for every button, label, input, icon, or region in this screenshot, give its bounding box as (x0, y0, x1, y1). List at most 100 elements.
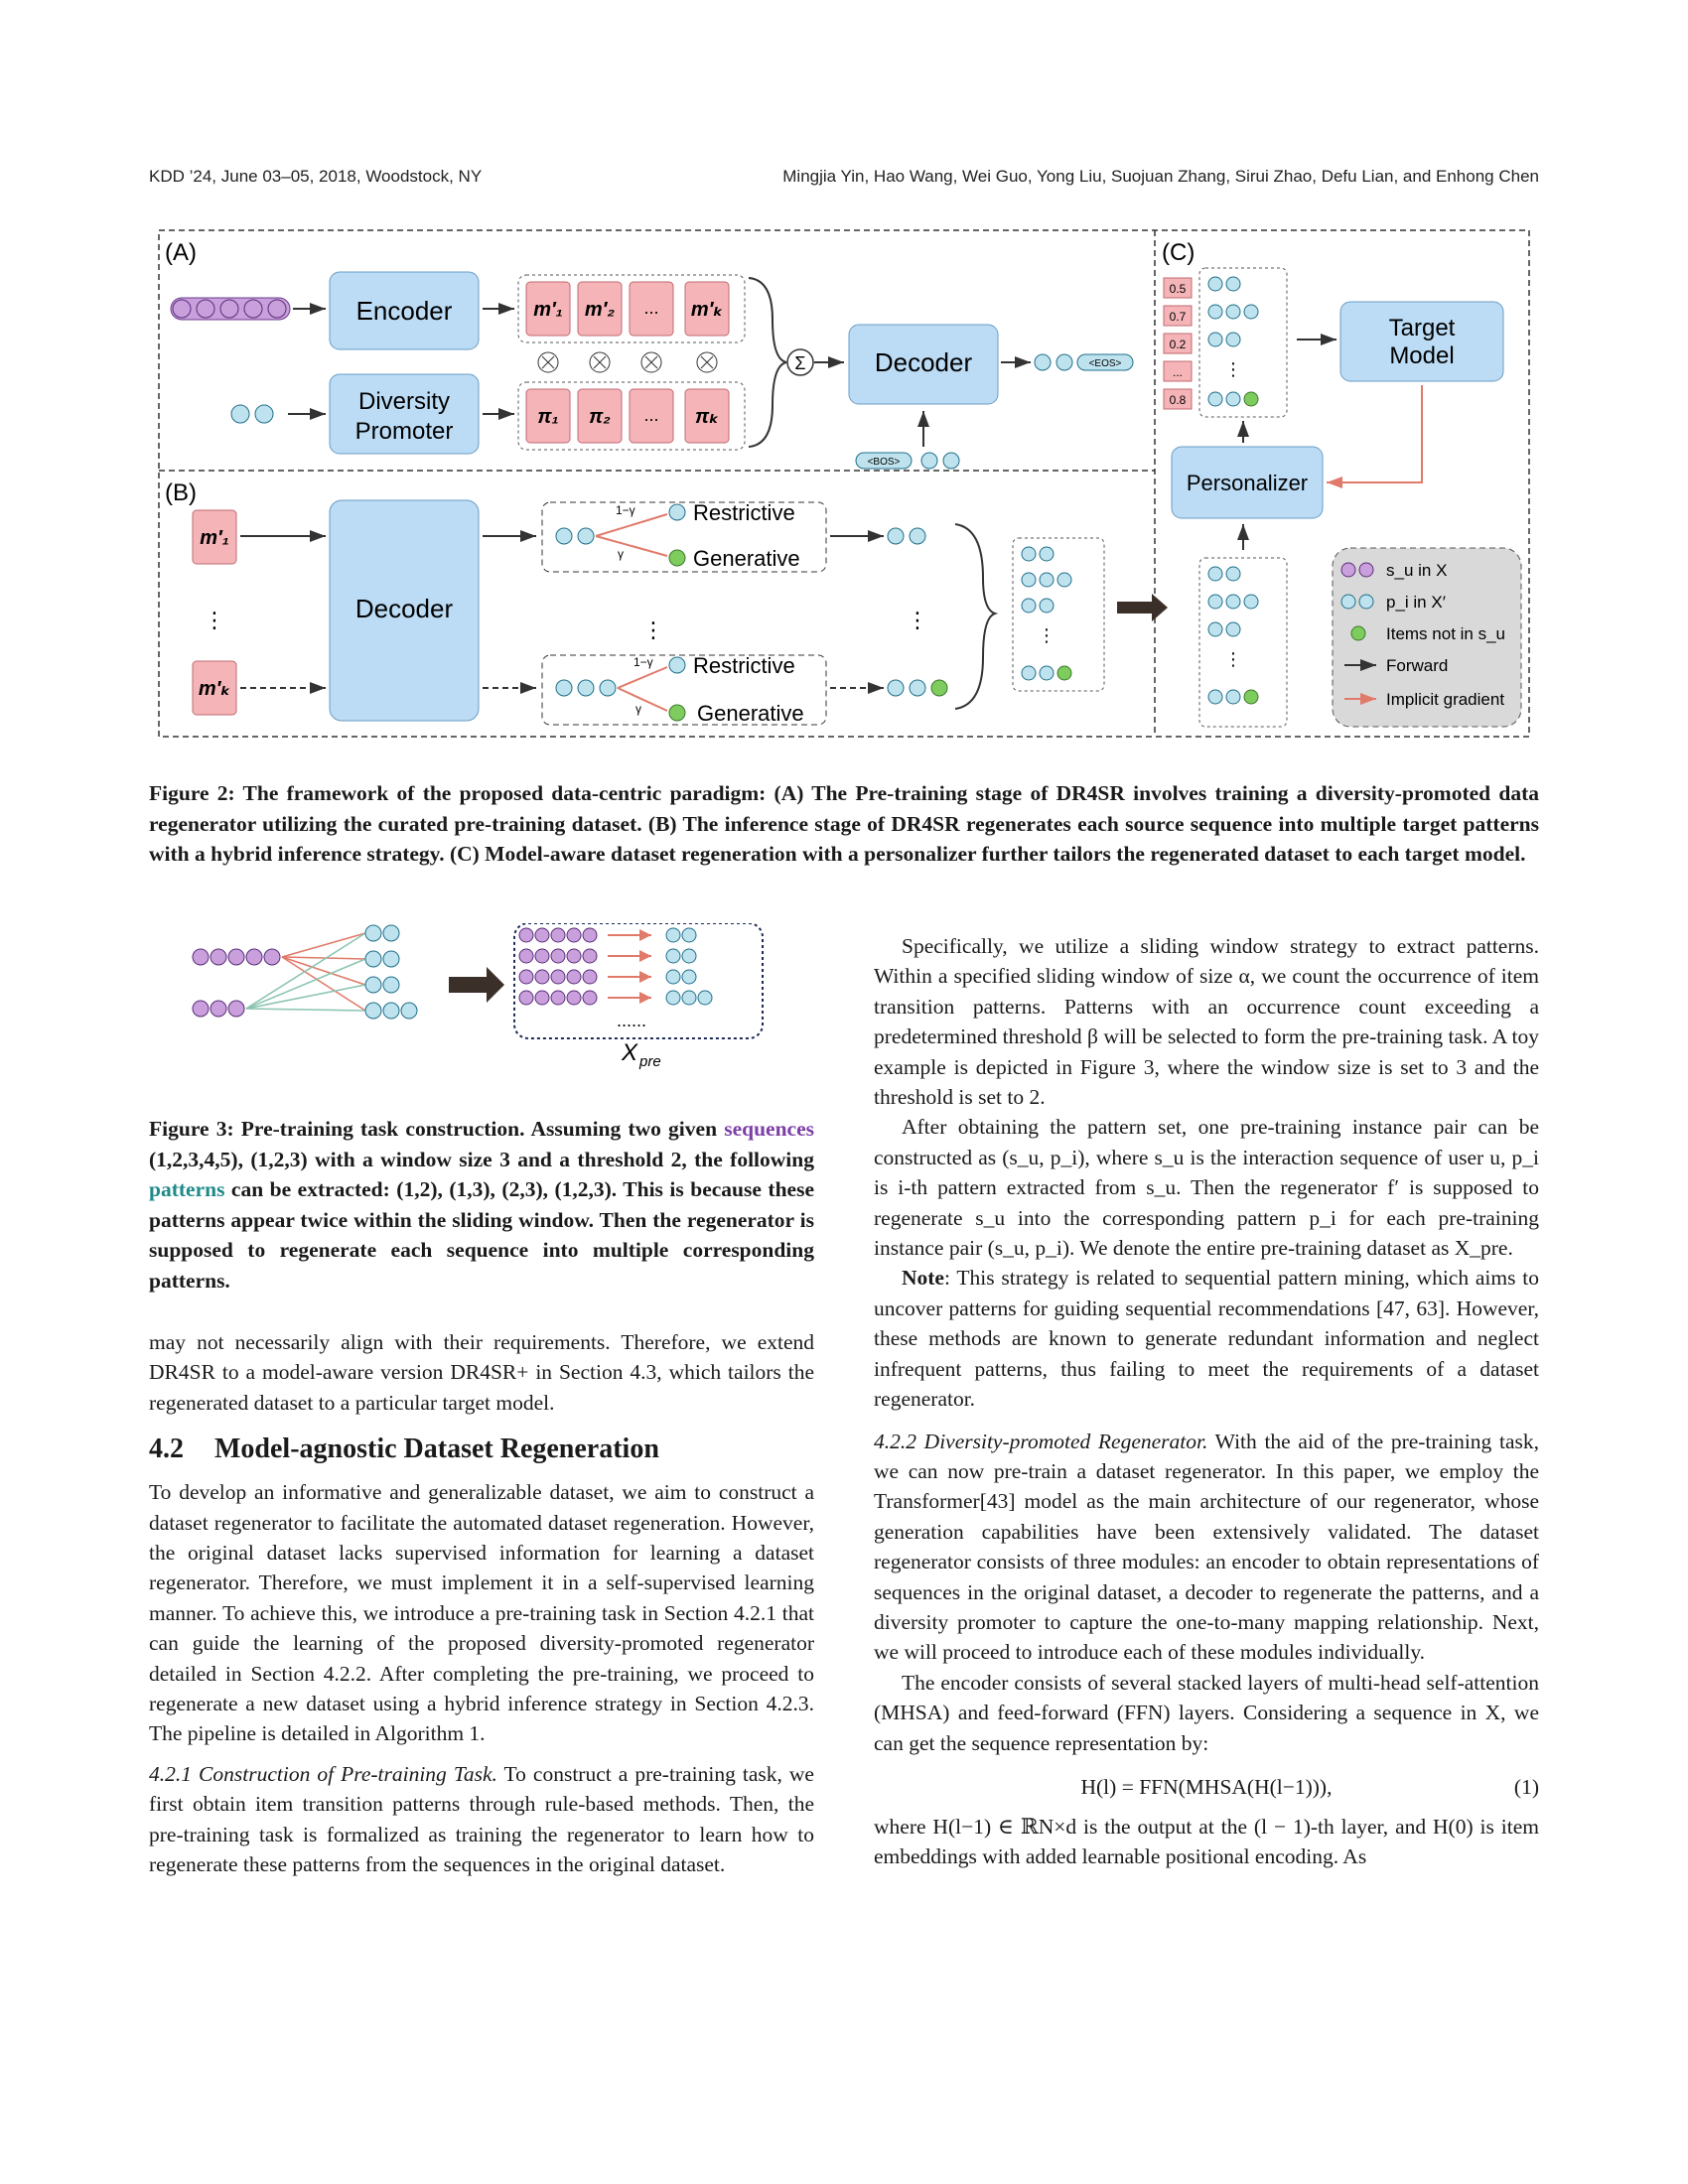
personalizer-label: Personalizer (1187, 471, 1308, 495)
svg-text:1−γ: 1−γ (633, 655, 653, 669)
svg-text:...: ... (643, 405, 658, 425)
generative-label-bottom: Generative (697, 701, 804, 726)
memory-vectors: m′₁ m′₂ ... m′ₖ (525, 281, 730, 337)
personalizer-block (1171, 446, 1324, 519)
equation-body: H(l) = FFN(MHSA(H(l−1))), (1080, 1774, 1333, 1799)
svg-text:...: ... (1173, 365, 1183, 379)
panel-a-label: (A) (165, 239, 197, 266)
right-paragraph-1: Specifically, we utilize a sliding windo… (874, 934, 1539, 1110)
brace-b (954, 523, 999, 710)
svg-text:m′₁: m′₁ (533, 299, 563, 321)
svg-text:m′₂: m′₂ (585, 299, 616, 321)
source-sequences (192, 948, 281, 1018)
legend-items-not: Items not in s_u (1386, 624, 1505, 643)
brace-a (748, 277, 787, 448)
output-sequence-a: <EOS> (1034, 353, 1134, 371)
svg-text:0.7: 0.7 (1170, 310, 1187, 324)
regenerated-set-c (1198, 557, 1288, 728)
regenerated-sequences-b: ⋮ (1021, 546, 1072, 681)
running-header-left: KDD ’24, June 03–05, 2018, Woodstock, NY (149, 167, 483, 186)
subsection-4-2-2: 4.2.2 Diversity-promoted Regenerator. (874, 1429, 1208, 1453)
svg-text:⋮: ⋮ (642, 617, 664, 642)
bos-sequence: <BOS> (855, 452, 960, 470)
svg-text:m′ₖ: m′ₖ (691, 299, 724, 321)
svg-text:1−γ: 1−γ (616, 503, 635, 517)
extracted-patterns (364, 924, 418, 1020)
left-paragraph-1: may not necessarily align with their req… (149, 1330, 814, 1415)
svg-text:⋮: ⋮ (1038, 625, 1055, 645)
right-paragraph-6: where H(l−1) ∈ ℝN×d is the output at the… (874, 1814, 1539, 1869)
svg-text:m′ₖ: m′ₖ (199, 678, 231, 700)
hybrid-inference-bottom (541, 654, 827, 726)
figure-2-diagram: (A) (B) (C) Encoder Diversity Promoter m… (158, 229, 1530, 738)
svg-text:Σ: Σ (794, 353, 805, 373)
sum-icon (786, 348, 814, 376)
target-model-label-1: Target (1389, 315, 1456, 341)
right-paragraph-4: 4.2.2 Diversity-promoted Regenerator. Wi… (874, 1429, 1539, 1665)
svg-text:γ: γ (618, 547, 624, 561)
running-header-authors: Mingjia Yin, Hao Wang, Wei Guo, Yong Liu… (782, 167, 1539, 186)
equation-number: (1) (1513, 1774, 1539, 1799)
encoder-block (329, 271, 480, 350)
left-paragraph-3: 4.2.1 Construction of Pre-training Task.… (149, 1761, 814, 1877)
diversity-label-2: Promoter (355, 418, 454, 445)
sequences-highlight: sequences (724, 1117, 814, 1141)
implicit-gradient-arrow (1327, 385, 1423, 488)
bos-token: <BOS> (868, 457, 901, 468)
weighted-set-c (1198, 267, 1288, 418)
right-paragraph-5: The encoder consists of several stacked … (874, 1670, 1539, 1755)
figure-3-diagram: ...... X pre (192, 923, 764, 1070)
figure-2-caption: Figure 2: The framework of the proposed … (149, 781, 1539, 866)
target-model-block (1339, 301, 1504, 382)
hybrid-inference-top (541, 501, 827, 573)
restrictive-label-bottom: Restrictive (693, 653, 795, 678)
svg-text:⋮: ⋮ (204, 608, 225, 632)
panel-c-label: (C) (1162, 239, 1195, 266)
legend-implicit: Implicit gradient (1386, 690, 1504, 709)
svg-text:0.5: 0.5 (1170, 282, 1187, 296)
right-paragraph-3: Note: This strategy is related to sequen… (874, 1266, 1539, 1412)
right-column: Specifically, we utilize a sliding windo… (874, 931, 1539, 1872)
multiply-icons (537, 351, 718, 373)
input-sequence-a (170, 297, 291, 321)
svg-text:...: ... (643, 298, 658, 318)
diversity-label-1: Diversity (358, 388, 450, 415)
restrictive-label-top: Restrictive (693, 500, 795, 525)
m1-vector-b (192, 509, 237, 565)
svg-text:⋮: ⋮ (907, 608, 928, 632)
svg-text:0.8: 0.8 (1170, 393, 1187, 407)
svg-text:m′₁: m′₁ (200, 527, 229, 549)
decoder-label-a: Decoder (875, 347, 973, 377)
diversity-promoter-block (329, 373, 480, 455)
svg-text:π₁: π₁ (537, 406, 558, 428)
right-paragraph-2: After obtaining the pattern set, one pre… (874, 1115, 1539, 1261)
pretraining-dataset-box (513, 923, 764, 1039)
left-paragraph-2: To develop an informative and generaliza… (149, 1480, 814, 1746)
score-column: 0.5 0.7 0.2 ... 0.8 (1163, 277, 1193, 410)
eos-token: <EOS> (1089, 358, 1122, 369)
mk-vector-b (192, 660, 237, 716)
subsection-4-2-1: 4.2.1 Construction of Pre-training Task. (149, 1761, 497, 1786)
fig3-dots: ...... (617, 1011, 646, 1030)
svg-text:π₂: π₂ (589, 406, 611, 428)
target-model-label-2: Model (1389, 342, 1454, 369)
patterns-highlight: patterns (149, 1177, 225, 1201)
equation-1: H(l) = FFN(MHSA(H(l−1))), (1) (874, 1764, 1540, 1808)
generative-label-top: Generative (693, 546, 800, 571)
svg-text:⋮: ⋮ (1224, 649, 1242, 669)
xpre-label: X (621, 1039, 638, 1066)
svg-text:0.2: 0.2 (1170, 338, 1187, 351)
fig3-arrow (449, 967, 504, 1003)
legend-pi: p_i in X′ (1386, 593, 1446, 612)
xpre-subscript: pre (638, 1053, 661, 1070)
left-column: may not necessarily align with their req… (149, 1327, 814, 1880)
pi-vectors: π₁ π₂ ... πₖ (525, 388, 730, 444)
encoder-label: Encoder (356, 296, 453, 326)
legend-forward: Forward (1386, 656, 1448, 675)
input-sequence-short (230, 404, 274, 424)
transition-arrow (1117, 594, 1168, 621)
svg-text:πₖ: πₖ (695, 406, 719, 428)
legend-box (1332, 547, 1522, 728)
decoder-block-a (848, 324, 999, 405)
